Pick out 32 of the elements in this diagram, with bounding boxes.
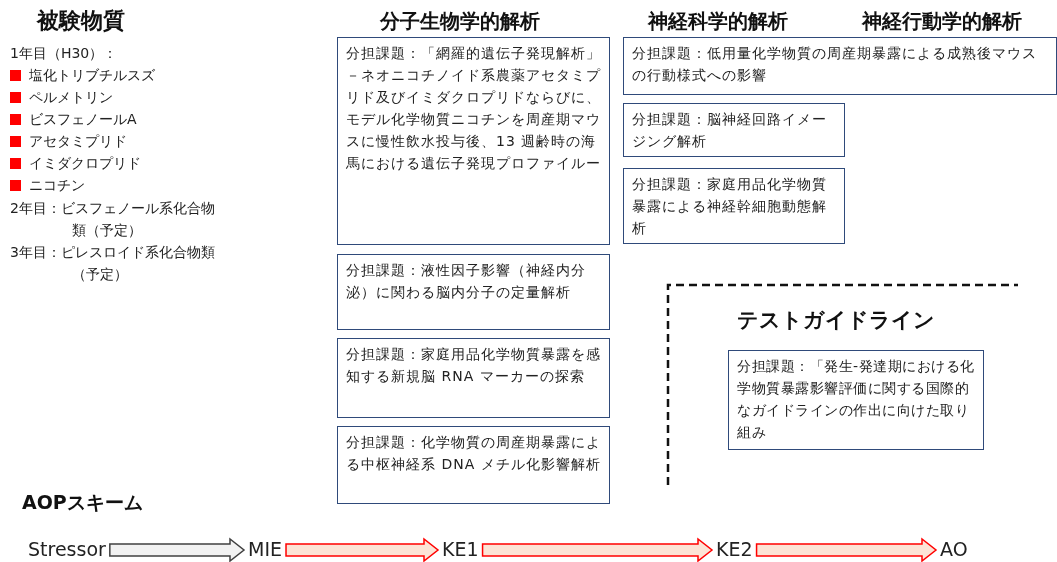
task-box: 分担課題：脳神経回路イメージング解析 [623,103,845,157]
block-arrow [285,537,440,562]
section-heading: AOPスキーム [22,490,143,515]
list-item: ペルメトリン [29,88,113,107]
list-text: 3年目：ピレスロイド系化合物類（予定） [10,243,216,284]
block-arrow [755,537,938,562]
task-box: 分担課題：低用量化学物質の周産期暴露による成熟後マウスの行動様式への影響 [623,37,1057,95]
list-text: 1年目（H30）： [10,44,118,63]
list-item: ニコチン [29,176,85,195]
task-box: 分担課題：家庭用品化学物質暴露を感知する新規脳 RNA マーカーの探索 [337,338,610,418]
list-item: イミダクロプリド [29,154,141,173]
block-arrow [481,537,714,562]
task-box: 分担課題：化学物質の周産期暴露による中枢神経系 DNA メチル化影響解析 [337,426,610,504]
task-box: 分担課題：液性因子影響（神経内分泌）に関わる脳内分子の定量解析 [337,254,610,330]
section-heading: 神経行動学的解析 [862,8,1022,35]
task-box: 分担課題：「発生-発達期における化学物質暴露影響評価に関する国際的なガイドラインの作出に向けた取り組み [728,350,984,450]
section-heading: 神経科学的解析 [648,8,788,35]
block-arrow [109,537,246,562]
task-box: 分担課題：家庭用品化学物質暴露による神経幹細胞動態解析 [623,168,845,244]
list-item: ビスフェノールA [29,110,137,129]
section-heading: 分子生物学的解析 [380,8,540,35]
stage-label: Stressor [28,538,106,560]
stage-label: KE2 [716,538,753,560]
list-text: 2年目：ビスフェノール系化合物類（予定） [10,199,216,240]
task-box: 分担課題：「網羅的遺伝子発現解析」－ネオニコチノイド系農薬アセタミプリド及びイミダクロプリドならびに、モデル化学物質ニコチンを周産期マウスに慢性飲水投与後、13 週齢時の海馬における遺伝子発現プロファイルー [337,37,610,245]
stage-label: AO [940,538,968,560]
section-heading: 被験物質 [37,7,125,35]
stage-label: MIE [248,538,282,560]
section-heading: テストガイドライン [737,307,935,334]
list-item: 塩化トリブチルスズ [29,66,155,85]
list-item: アセタミプリド [29,132,127,151]
stage-label: KE1 [442,538,479,560]
